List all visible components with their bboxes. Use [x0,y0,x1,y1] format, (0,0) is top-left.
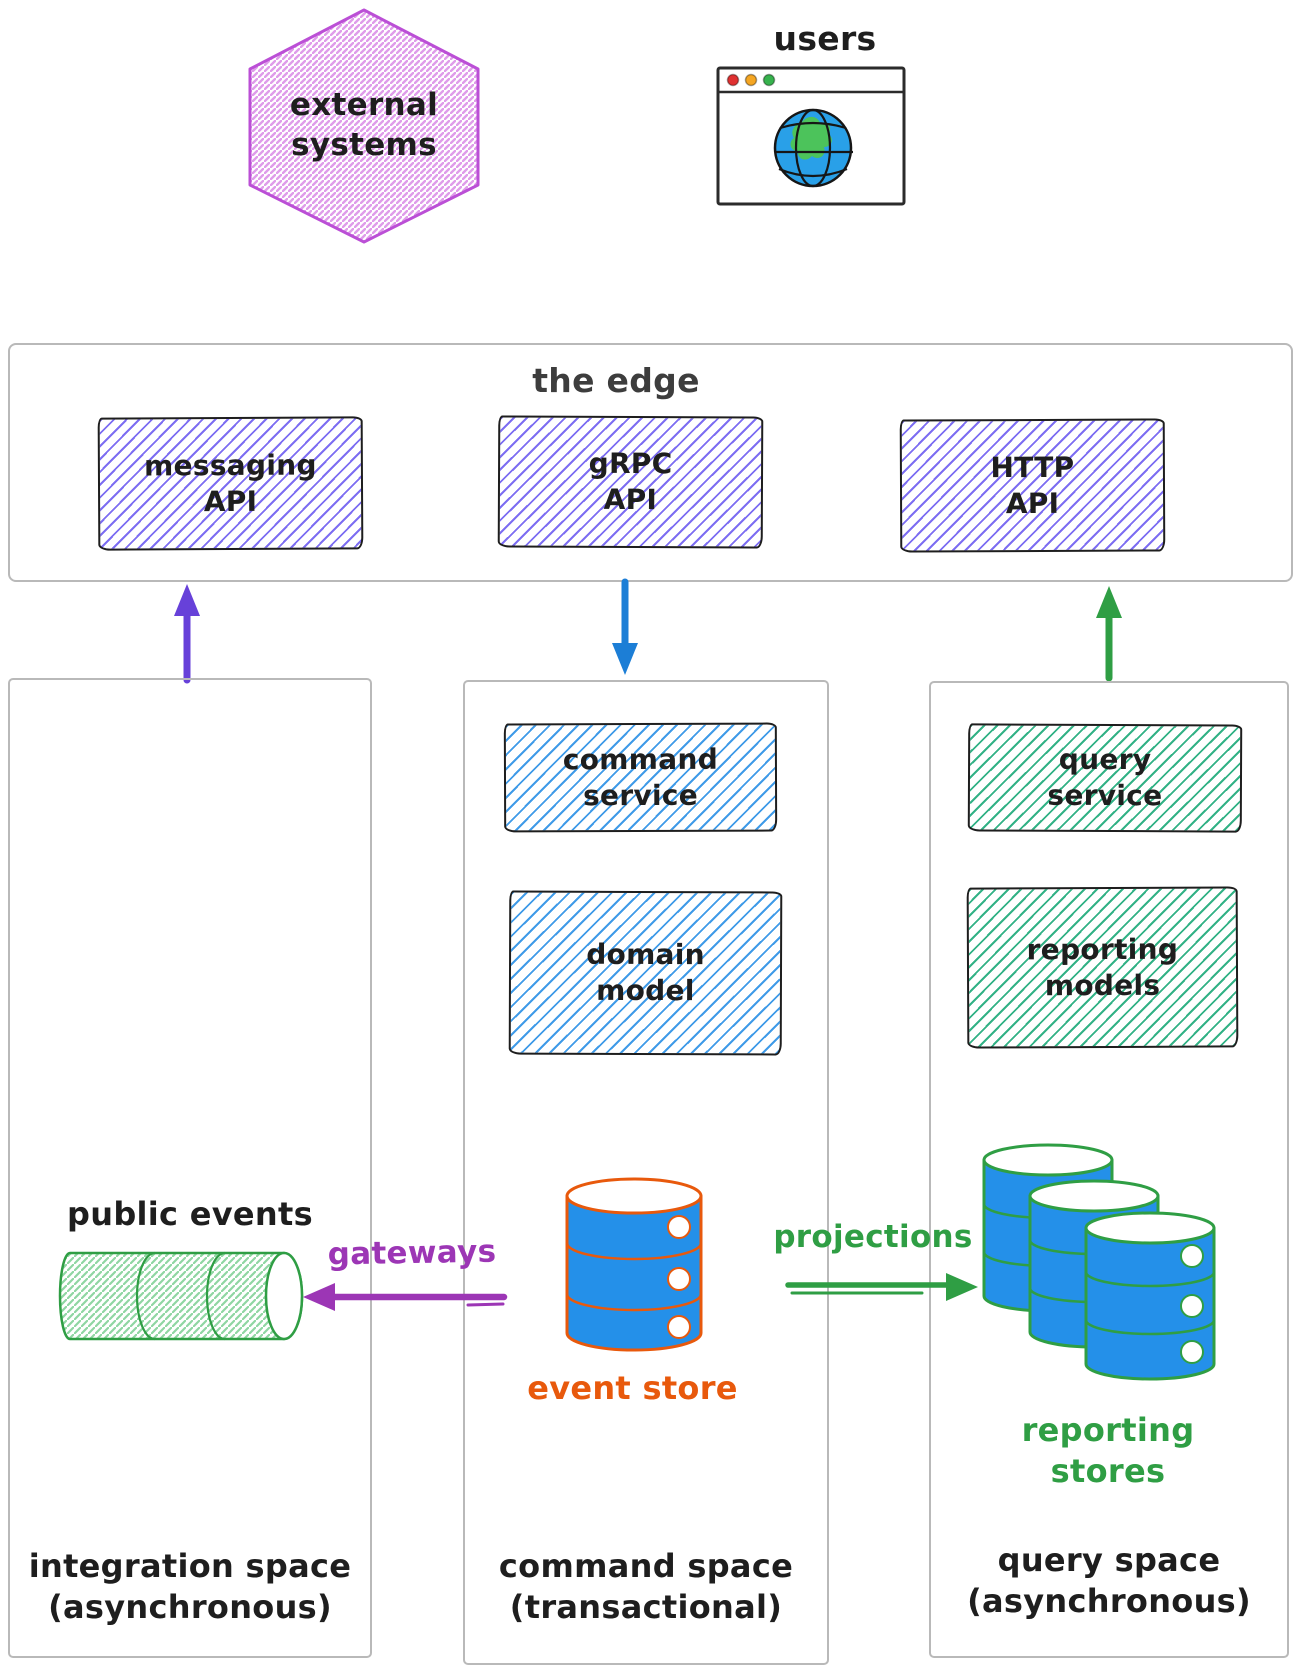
external-systems-hexagon-icon [248,8,480,244]
query-space-container [929,681,1289,1658]
command-service-label: command service [562,742,719,812]
reporting-store-front [1084,1211,1216,1381]
edge-container [8,343,1293,582]
traffic-light-green-icon [762,73,776,87]
projections-arrow-icon [785,1273,978,1301]
query-service-box: query service [967,723,1243,833]
traffic-light-yellow-icon [744,73,758,87]
public-events-label: public events [67,1195,313,1233]
integration-space-title: integration space (asynchronous) [28,1547,352,1626]
gateways-label: gateways [327,1233,497,1273]
command-service-box: command service [503,722,778,833]
domain-model-label: domain model [586,937,705,1008]
integration-space-container [8,678,372,1658]
browser-window-icon [716,66,906,206]
api-box-http: HTTP API [899,418,1166,553]
traffic-light-red-icon [726,73,740,87]
globe-icon [773,108,853,188]
public-events-cylinder-icon [58,1251,304,1341]
api-box-messaging: messaging API [97,416,364,551]
users-label: users [773,19,877,58]
event-store-label: event store [527,1369,738,1407]
gateways-arrow-icon [303,1283,508,1311]
reporting-models-box: reporting models [966,886,1239,1049]
edge-label: the edge [532,361,700,400]
messaging-api-label: messaging API [143,448,317,518]
arrow-edge-to-command-icon [612,578,638,675]
command-space-container [463,680,829,1665]
arrow-query-to-edge-icon [1096,586,1122,682]
projections-label: projections [773,1219,973,1255]
grpc-api-label: gRPC API [588,446,673,517]
command-space-title: command space (transactional) [498,1547,794,1626]
query-service-label: query service [1047,742,1163,813]
reporting-stores-cylinders-icon [982,1143,1216,1381]
reporting-stores-label: reporting stores [1021,1411,1195,1490]
http-api-label: HTTP API [990,450,1075,520]
arrow-integration-to-edge-icon [174,584,200,684]
event-store-cylinder-icon [565,1177,703,1352]
domain-model-box: domain model [508,890,783,1056]
external-systems-label: external systems [289,87,439,163]
api-box-grpc: gRPC API [497,415,764,549]
reporting-models-label: reporting models [1026,932,1179,1002]
query-space-title: query space (asynchronous) [967,1541,1251,1620]
